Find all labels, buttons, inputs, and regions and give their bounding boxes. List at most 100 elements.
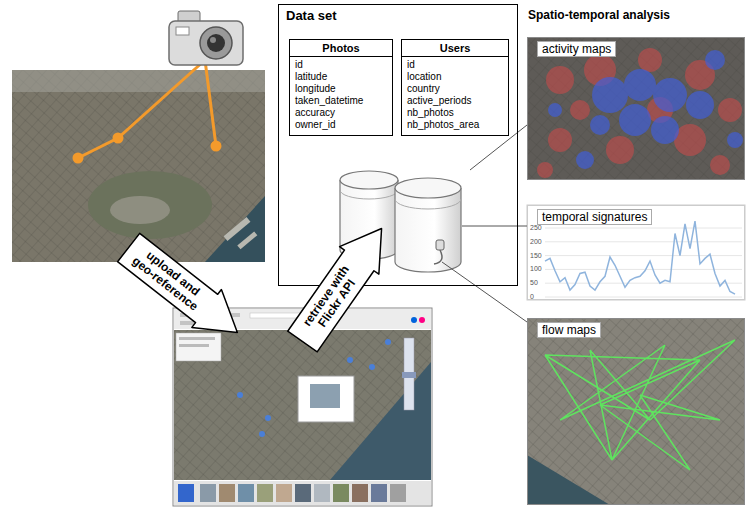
browser-screenshot-part (298, 376, 354, 422)
flow-map (527, 318, 745, 505)
analysis-panel: temporal signatures (527, 205, 745, 300)
table-row: active_periods (402, 95, 508, 107)
block-arrow: upload and geo-reference (112, 227, 253, 353)
block-arrow: retrieve with Flickr API (281, 213, 402, 356)
browser-screenshot-part (295, 484, 311, 502)
activity-map-part-part (651, 116, 679, 144)
activity-map-part-part (548, 128, 572, 152)
browser-screenshot-part (385, 339, 391, 345)
table-row: taken_datetime (290, 95, 392, 107)
browser-screenshot-part (259, 431, 265, 437)
browser-screenshot-part (402, 372, 416, 378)
axis-tick: 50 (530, 279, 538, 287)
database-icon-part (340, 171, 398, 189)
group-heading: Data set (286, 8, 337, 23)
database-icon-part (395, 178, 461, 198)
browser-screenshot-part (352, 484, 368, 502)
photo-location-lines-part (78, 60, 216, 158)
activity-map-part-part (619, 104, 651, 136)
aerial-photo-part (110, 196, 170, 224)
camera-icon-part (169, 21, 243, 65)
camera-icon-part (200, 27, 232, 59)
analysis-panel: activity maps (527, 37, 745, 180)
activity-map-part-part (570, 100, 590, 120)
dataset-ground (278, 4, 518, 286)
activity-map-part-part (590, 115, 610, 135)
activity-map-part-part (653, 78, 687, 112)
database-icon-part (436, 240, 444, 250)
activity-map-part-part (638, 48, 662, 72)
camera-icon-part (176, 27, 189, 35)
activity-map-part-part (710, 155, 730, 175)
browser-screenshot-part (237, 392, 243, 398)
dataset-box: Data setPhotos idlatitudelongitudetaken_d… (278, 4, 518, 286)
table-box: Usersidlocationcountryactive_periodsnb_p… (401, 39, 509, 136)
browser-screenshot-part (314, 484, 330, 502)
axis-tick: 0 (530, 293, 534, 301)
panel-label: temporal signatures (537, 209, 652, 225)
activity-map-part-part (718, 98, 742, 122)
database-icon-part (434, 250, 442, 264)
axis-tick: 250 (530, 224, 542, 232)
lead-line (442, 262, 476, 286)
browser-screenshot-part (369, 364, 375, 370)
table-box: Photosidlatitudelongitudetaken_datetimea… (289, 39, 393, 136)
browser-screenshot-part (176, 333, 221, 361)
activity-map-part-part (576, 151, 594, 169)
activity-map-part-part (606, 136, 634, 164)
section-heading: Spatio-temporal analysis (528, 9, 670, 22)
lead-line (470, 132, 518, 170)
browser-screenshot-part (174, 330, 431, 480)
activity-map-part-part (705, 50, 725, 70)
database-icon-part (395, 188, 461, 272)
aerial-photo-part (237, 231, 257, 249)
axis-tick: 200 (530, 238, 542, 246)
activity-map-part-part (546, 66, 574, 94)
activity-map-part-part (727, 132, 743, 148)
camera-icon-part (207, 34, 225, 52)
browser-screenshot-part (179, 337, 215, 340)
activity-map-part-part (592, 77, 628, 113)
aerial-photo-part (12, 70, 265, 262)
browser-screenshot-part (174, 481, 431, 505)
activity-map-part (537, 48, 742, 178)
aerial-photo-part (12, 70, 265, 262)
table-header: Photos (290, 40, 392, 57)
photo-location-lines (73, 60, 222, 164)
flow-map-part (545, 340, 735, 470)
photo-location-lines-part (73, 153, 84, 164)
photo-location-lines-part (113, 133, 124, 144)
browser-screenshot-part (238, 484, 254, 502)
table-row: owner_id (290, 119, 392, 131)
database-icon-part (395, 199, 461, 209)
browser-screenshot-part (178, 484, 194, 502)
browser-screenshot-part (257, 484, 273, 502)
table-row: latitude (290, 71, 392, 83)
browser-screenshot-part (276, 484, 292, 502)
activity-map-part (527, 37, 745, 180)
temporal-chart-part (527, 205, 745, 300)
aerial-photo-part (88, 171, 212, 239)
browser-screenshot-part (371, 484, 387, 502)
table-row: longitude (290, 83, 392, 95)
table-row: nb_photos_area (402, 119, 508, 131)
axis-tick: 150 (530, 252, 542, 260)
camera-icon (169, 11, 243, 65)
connector-line (476, 286, 527, 322)
camera-icon-part (210, 37, 216, 43)
lead-line (462, 226, 518, 227)
browser-screenshot-part (219, 484, 235, 502)
table-row: location (402, 71, 508, 83)
block-arrow-shape (114, 229, 252, 352)
activity-map-part (527, 37, 745, 180)
browser-screenshot-part (310, 384, 340, 408)
flow-map-part (527, 455, 610, 505)
table-row: country (402, 83, 508, 95)
table-row: id (290, 59, 392, 71)
aerial-photo (12, 70, 265, 262)
browser-screenshot-part (174, 330, 431, 480)
browser-screenshot-part (411, 317, 417, 323)
activity-map-part-part (548, 103, 562, 117)
table-header: Users (402, 40, 508, 57)
